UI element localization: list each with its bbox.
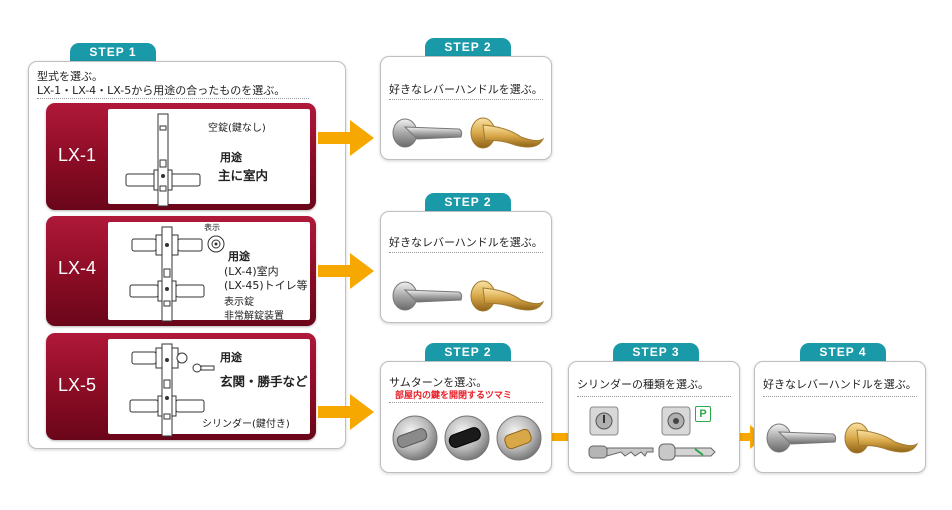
indicator-label: 表示 xyxy=(204,223,220,232)
key-icon xyxy=(658,443,716,461)
key-icon xyxy=(588,445,654,459)
divider xyxy=(37,98,309,99)
step2-tab: STEP 2 xyxy=(425,38,511,56)
step1-subtitle: LX-1・LX-4・LX-5から用途の合ったものを選ぶ。 xyxy=(37,84,286,97)
divider xyxy=(389,99,543,100)
cylinder-icon xyxy=(661,406,691,436)
model-label: LX-1 xyxy=(57,145,97,165)
lx5-use-label: 用途 xyxy=(220,351,242,364)
lx4-line1: (LX-4)室内 xyxy=(224,265,279,278)
divider xyxy=(763,396,917,397)
cylinder-badge: P xyxy=(695,406,711,422)
cylinder-icon xyxy=(589,406,619,436)
step1-tab: STEP 1 xyxy=(70,43,156,61)
lever-handle-icon xyxy=(392,117,545,149)
divider xyxy=(577,396,731,397)
model-card-lx5[interactable]: LX-5 用途 玄関・勝手など シリンダー(鍵付き) xyxy=(46,333,316,440)
lever-panel[interactable]: 好きなレバーハンドルを選ぶ。 xyxy=(380,211,552,323)
lx4-line4: 非常解錠装置 xyxy=(224,311,284,322)
lx4-line3: 表示錠 xyxy=(224,297,254,308)
lever-title: 好きなレバーハンドルを選ぶ。 xyxy=(389,83,543,96)
cylinder-title: シリンダーの種類を選ぶ。 xyxy=(577,378,709,391)
arrow-right-icon xyxy=(318,394,374,430)
model-label: LX-5 xyxy=(57,375,97,395)
key-icon xyxy=(192,363,215,373)
divider xyxy=(389,402,543,403)
lock-diagram-icon xyxy=(129,226,205,322)
indicator-icon xyxy=(207,235,225,253)
model-card-lx1[interactable]: LX-1 空錠(鍵なし) 用途 主に室内 xyxy=(46,103,316,210)
step2-tab: STEP 2 xyxy=(425,193,511,211)
thumbturn-icon xyxy=(392,415,542,461)
cylinder-panel[interactable]: シリンダーの種類を選ぶ。 P xyxy=(568,361,740,473)
thumbturn-panel[interactable]: サムターンを選ぶ。 部屋内の鍵を開閉するツマミ xyxy=(380,361,552,473)
arrow-right-icon xyxy=(318,253,374,289)
lock-diagram: 用途 玄関・勝手など シリンダー(鍵付き) xyxy=(108,339,310,437)
arrow-right-icon xyxy=(318,120,374,156)
lx4-use-label: 用途 xyxy=(228,250,250,263)
thumbturn-subtitle: 部屋内の鍵を開閉するツマミ xyxy=(395,391,512,401)
lever-title: 好きなレバーハンドルを選ぶ。 xyxy=(389,236,543,249)
step2-tab: STEP 2 xyxy=(425,343,511,361)
lever-handle-icon xyxy=(766,422,919,454)
step4-tab: STEP 4 xyxy=(800,343,886,361)
lock-diagram: 表示 用途 (LX-4)室内 (LX-45)トイレ等 表示錠 非常解錠装置 xyxy=(108,222,310,322)
lx1-note: 空錠(鍵なし) xyxy=(208,123,266,134)
step1-title: 型式を選ぶ。 xyxy=(37,70,103,83)
step3-tab: STEP 3 xyxy=(613,343,699,361)
lever-panel[interactable]: 好きなレバーハンドルを選ぶ。 xyxy=(380,56,552,160)
lx5-cylinder-note: シリンダー(鍵付き) xyxy=(202,419,290,430)
lock-diagram-icon xyxy=(129,343,205,437)
lever-handle-icon xyxy=(392,280,545,312)
model-card-lx4[interactable]: LX-4 表示 用途 (LX-4)室内 (LX-45)トイレ等 表示錠 非常解錠… xyxy=(46,216,316,326)
lever-title: 好きなレバーハンドルを選ぶ。 xyxy=(763,378,917,391)
lx1-use-text: 主に室内 xyxy=(218,168,269,183)
lock-diagram-icon xyxy=(125,113,201,207)
lx5-use-text: 玄関・勝手など xyxy=(220,374,308,389)
thumbturn-title: サムターンを選ぶ。 xyxy=(389,376,488,389)
lock-diagram: 空錠(鍵なし) 用途 主に室内 xyxy=(108,109,310,207)
lx4-line2: (LX-45)トイレ等 xyxy=(224,279,308,292)
lx1-use-label: 用途 xyxy=(220,151,242,164)
lever-panel[interactable]: 好きなレバーハンドルを選ぶ。 xyxy=(754,361,926,473)
model-label: LX-4 xyxy=(57,258,97,278)
divider xyxy=(389,252,543,253)
